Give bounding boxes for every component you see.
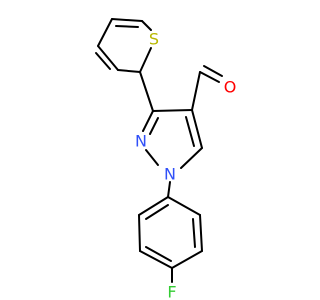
bond-phenyl-c6-c1-double [145, 204, 169, 220]
bond-phenyl-c2-c3-double [192, 218, 196, 248]
atom-label-nitrogen-2: N [135, 132, 147, 151]
bond-phenyl-c1-c2 [167, 196, 201, 216]
structure-canvas: S O N N F [95, 18, 237, 300]
bond-thiophene-pyrazole [139, 71, 154, 112]
bond-thiophene-s-c2 [139, 47, 152, 73]
bond-pyrazole-c4-c5 [191, 109, 203, 149]
bond-pyrazole-n2-c3 [142, 110, 154, 132]
bond-phenyl-c3-c4 [171, 250, 203, 269]
bond-phenyl-c6-c1 [138, 196, 169, 216]
bond-thiophene-c5-s [141, 20, 152, 31]
bond-c4-cho [191, 71, 201, 111]
bond-cho-o [199, 71, 220, 83]
bond-thiophene-c4-c5 [111, 18, 143, 22]
bond-phenyl-c2-c3 [199, 214, 203, 252]
bond-n1-phenyl [167, 181, 171, 198]
atom-label-oxygen: O [224, 78, 237, 97]
molecule-structure: S O N N F [95, 18, 237, 300]
bond-pyrazole-n1-n2 [145, 149, 159, 166]
bond-thiophene-c2-c2b [117, 69, 141, 73]
bond-thiophene-c3-c2-double [95, 52, 111, 70]
bond-cho-o-double [203, 65, 223, 77]
bond-pyrazole-c5-n1 [180, 147, 203, 169]
bond-thiophene-c2-c3 [97, 45, 119, 71]
bond-phenyl-c4-c5 [139, 250, 173, 269]
bond-phenyl-c5-c6 [138, 214, 141, 252]
bond-pyrazole-n2-c3-double [149, 117, 159, 135]
atom-label-nitrogen-1: N [164, 165, 176, 184]
bond-phenyl-c4-c5-double [145, 246, 172, 262]
bond-thiophene-c3-c4 [97, 18, 113, 47]
atom-label-fluorine: F [167, 283, 176, 300]
bond-thiophene-c4-c5-double [115, 25, 139, 28]
bond-pyrazole-c3-c4 [152, 109, 193, 112]
bond-pyrazole-c4-c5-double [185, 116, 195, 147]
atom-label-sulfur: S [149, 30, 159, 49]
